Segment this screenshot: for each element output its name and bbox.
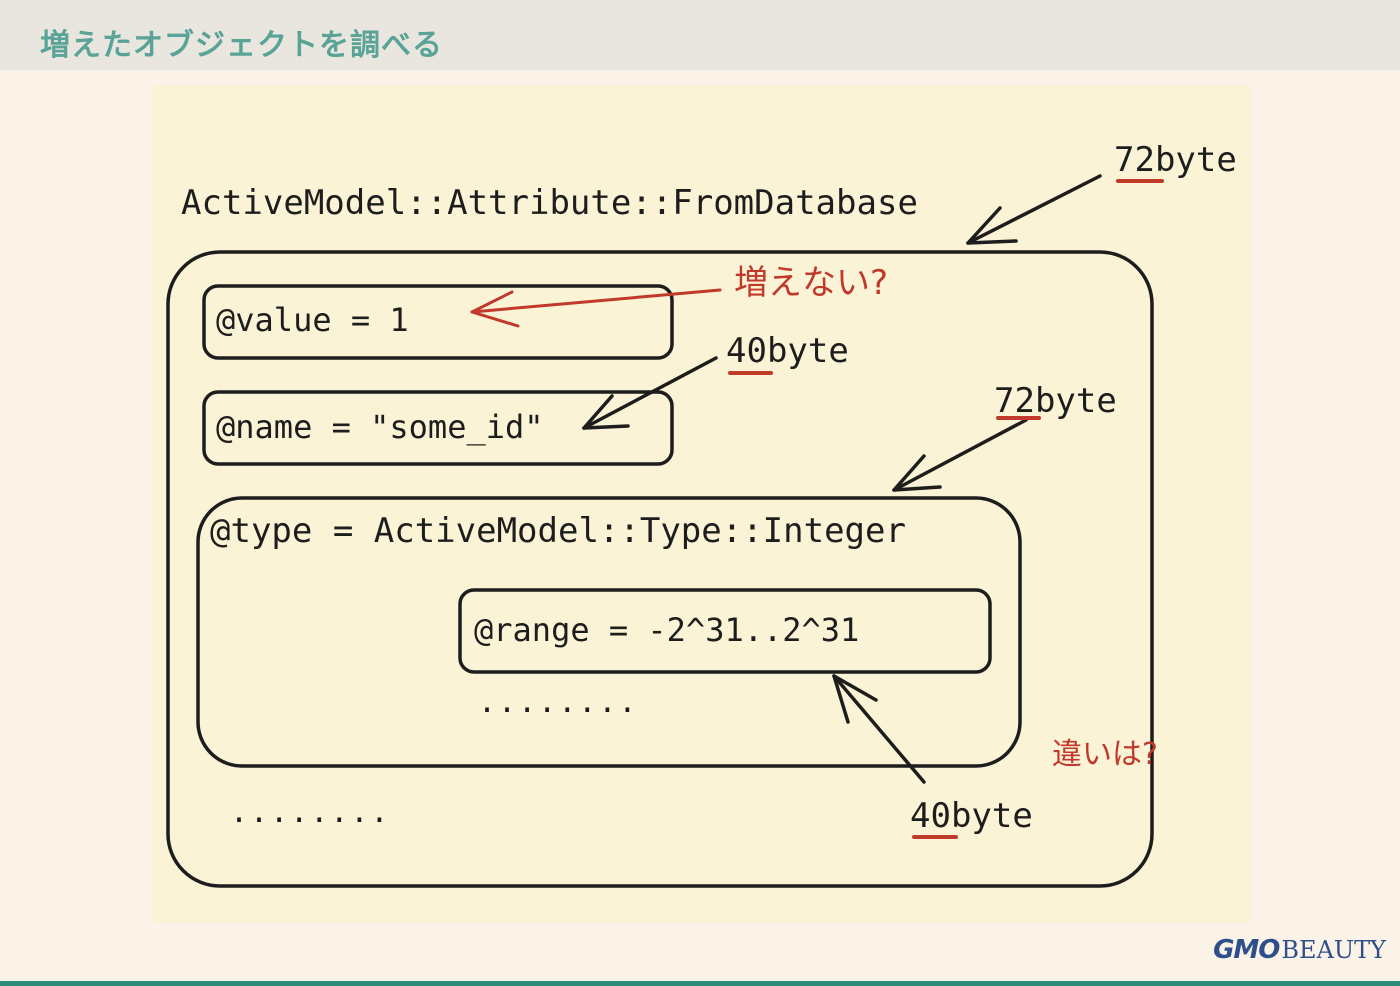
size-label-range: 40byte xyxy=(910,796,1033,836)
arrow-value-note xyxy=(470,288,722,328)
outer-class-label: ActiveModel::Attribute::FromDatabase xyxy=(181,183,918,223)
logo-beauty-text: BEAUTY xyxy=(1281,936,1386,964)
slide-header: 増えたオブジェクトを調べる xyxy=(0,0,1400,70)
bottom-accent-bar xyxy=(0,981,1400,986)
logo-gmo-text: GMO xyxy=(1213,935,1280,965)
diagram-canvas xyxy=(153,85,1251,923)
range-box xyxy=(458,588,992,674)
arrow-name-size xyxy=(582,356,718,430)
value-box xyxy=(202,284,674,360)
gmo-beauty-logo: GMO BEAUTY xyxy=(1213,930,1386,970)
name-box-label: @name = "some_id" xyxy=(216,408,544,446)
note-difference: 違いは? xyxy=(1052,737,1158,772)
size-label-outer: 72byte xyxy=(1114,140,1237,180)
value-box-label: @value = 1 xyxy=(216,301,409,339)
type-box xyxy=(196,496,1022,768)
name-box xyxy=(202,390,674,466)
arrow-range-size xyxy=(832,674,926,784)
size-label-name: 40byte xyxy=(726,331,849,371)
slide-title: 増えたオブジェクトを調べる xyxy=(40,28,443,63)
inner-ellipsis: ........ xyxy=(478,685,639,720)
arrow-type-size xyxy=(892,418,1028,492)
note-not-increase: 増えない? xyxy=(734,263,888,303)
range-box-label: @range = -2^31..2^31 xyxy=(474,611,859,649)
outer-object-box xyxy=(166,250,1154,888)
outer-ellipsis: ........ xyxy=(230,795,391,830)
type-box-label: @type = ActiveModel::Type::Integer xyxy=(210,511,906,551)
size-label-type: 72byte xyxy=(994,381,1117,421)
arrow-outer-size xyxy=(966,174,1102,245)
